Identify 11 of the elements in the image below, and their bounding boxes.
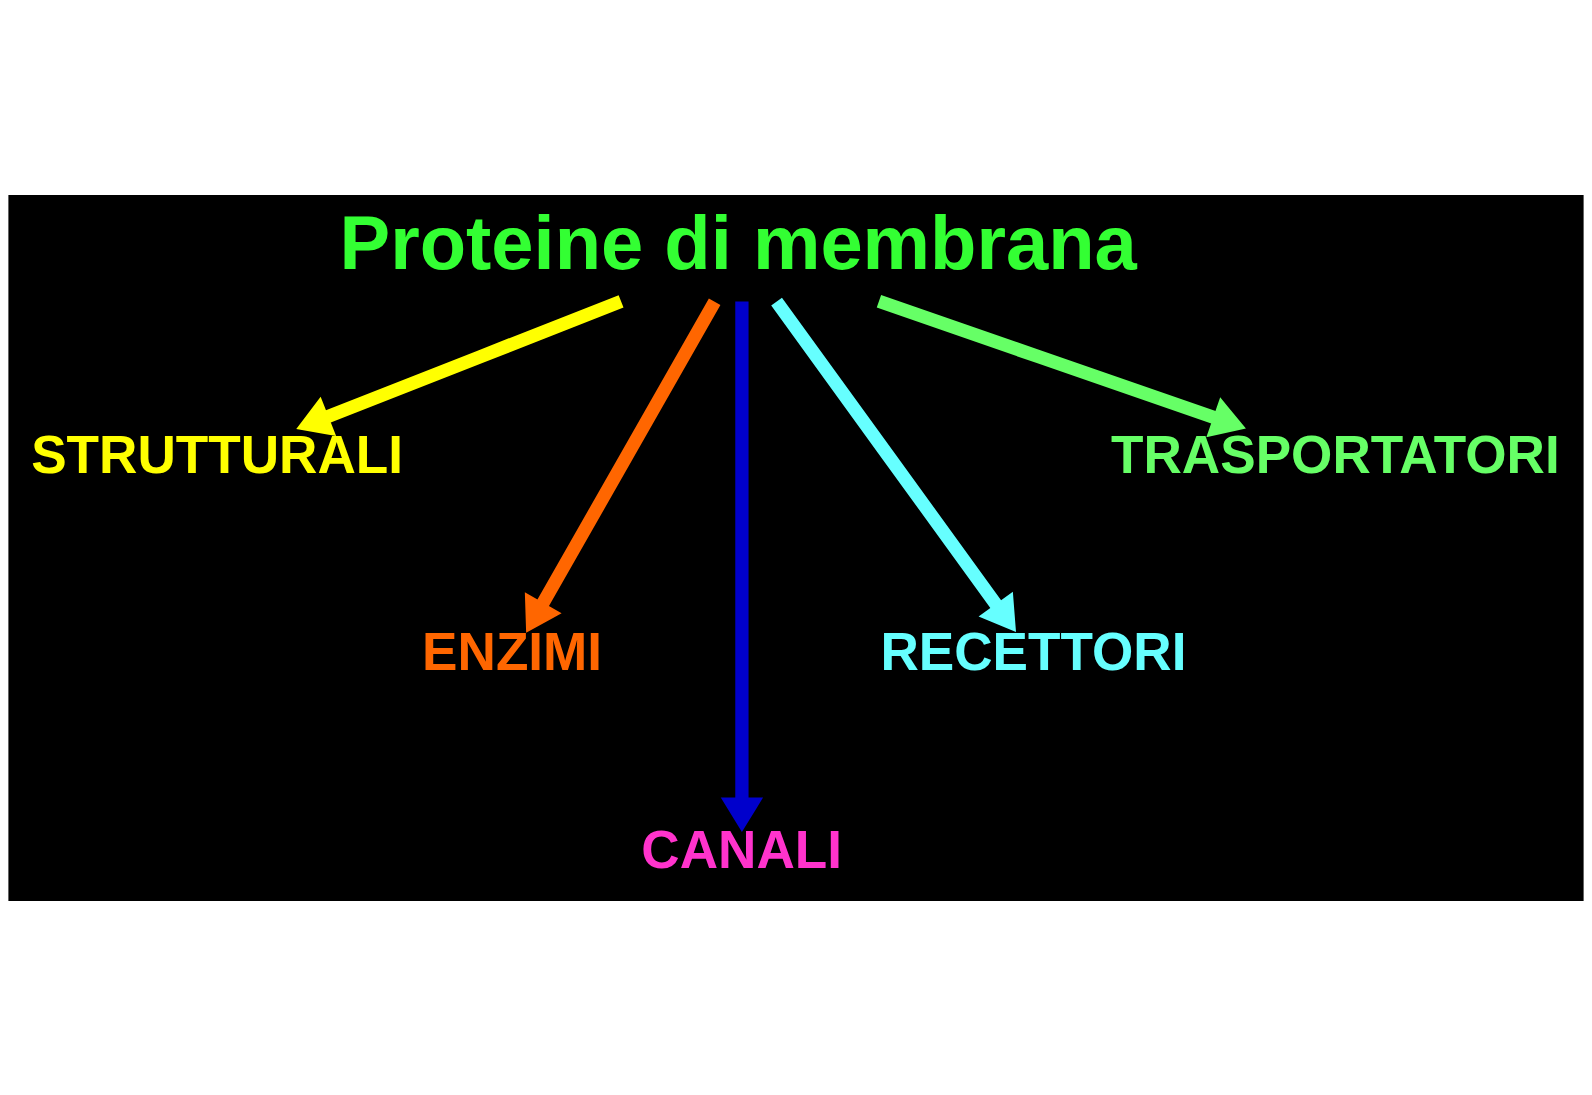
node-text: RECETTORI — [880, 621, 1187, 681]
node-text: TRASPORTATORI — [1111, 424, 1560, 484]
arrow — [524, 297, 721, 633]
arrow — [876, 294, 1246, 437]
arrow — [771, 297, 1016, 632]
node-text: STRUTTURALI — [31, 424, 403, 484]
arrow — [720, 300, 764, 832]
node-text: Proteine di membrana — [339, 199, 1137, 285]
node-text: CANALI — [641, 819, 842, 879]
node-text: ENZIMI — [422, 621, 603, 681]
arrow — [296, 294, 624, 436]
